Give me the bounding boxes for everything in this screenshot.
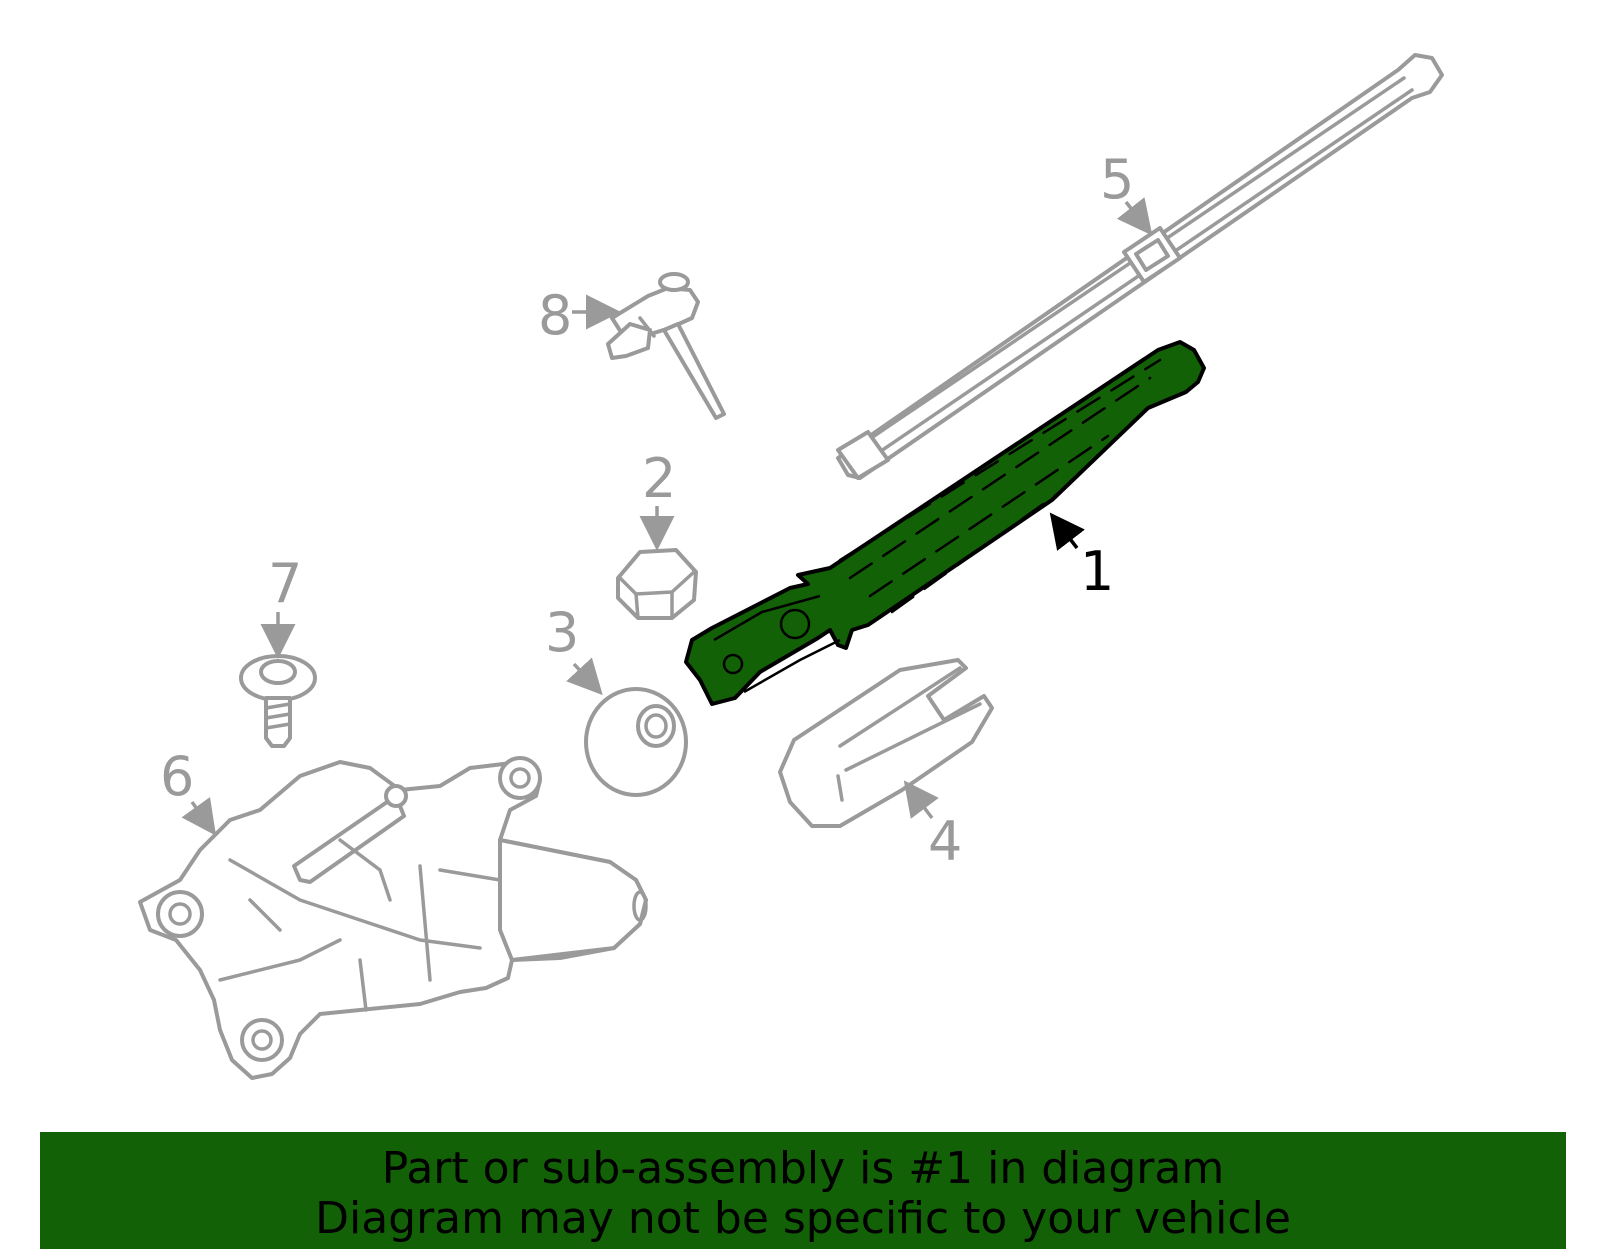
callout-1-label: 1 (1080, 540, 1114, 603)
wiper-arm-part-highlighted[interactable] (684, 340, 1206, 706)
banner-line-part-number: Part or sub-assembly is #1 in diagram (381, 1142, 1225, 1194)
callout-7-label: 7 (268, 552, 302, 615)
callout-3-label: 3 (545, 601, 579, 664)
parts-diagram: 1 2 3 4 5 6 7 8 (138, 53, 1444, 1080)
callout-3: 3 (545, 601, 603, 696)
wiper-blade-part[interactable] (836, 53, 1444, 480)
bolt-part[interactable] (239, 654, 317, 748)
callout-4-label: 4 (928, 810, 962, 873)
callout-5: 5 (1100, 148, 1153, 236)
callout-8: 8 (538, 284, 621, 347)
callout-2-label: 2 (642, 447, 676, 510)
callout-2: 2 (639, 447, 676, 551)
nut-part[interactable] (616, 548, 698, 620)
cover-part[interactable] (778, 658, 994, 828)
banner-line-disclaimer: Diagram may not be specific to your vehi… (315, 1192, 1291, 1244)
callout-7: 7 (260, 552, 302, 659)
callout-1: 1 (1049, 512, 1114, 603)
info-banner: Part or sub-assembly is #1 in diagram Di… (40, 1132, 1566, 1249)
washer-nozzle-part[interactable] (606, 272, 726, 420)
callout-8-label: 8 (538, 284, 572, 347)
callout-5-label: 5 (1100, 148, 1134, 211)
callout-4: 4 (903, 780, 962, 873)
callout-6-label: 6 (160, 745, 194, 808)
cap-part[interactable] (584, 687, 688, 797)
wiper-motor-part[interactable] (138, 756, 648, 1080)
callout-6: 6 (160, 745, 217, 836)
